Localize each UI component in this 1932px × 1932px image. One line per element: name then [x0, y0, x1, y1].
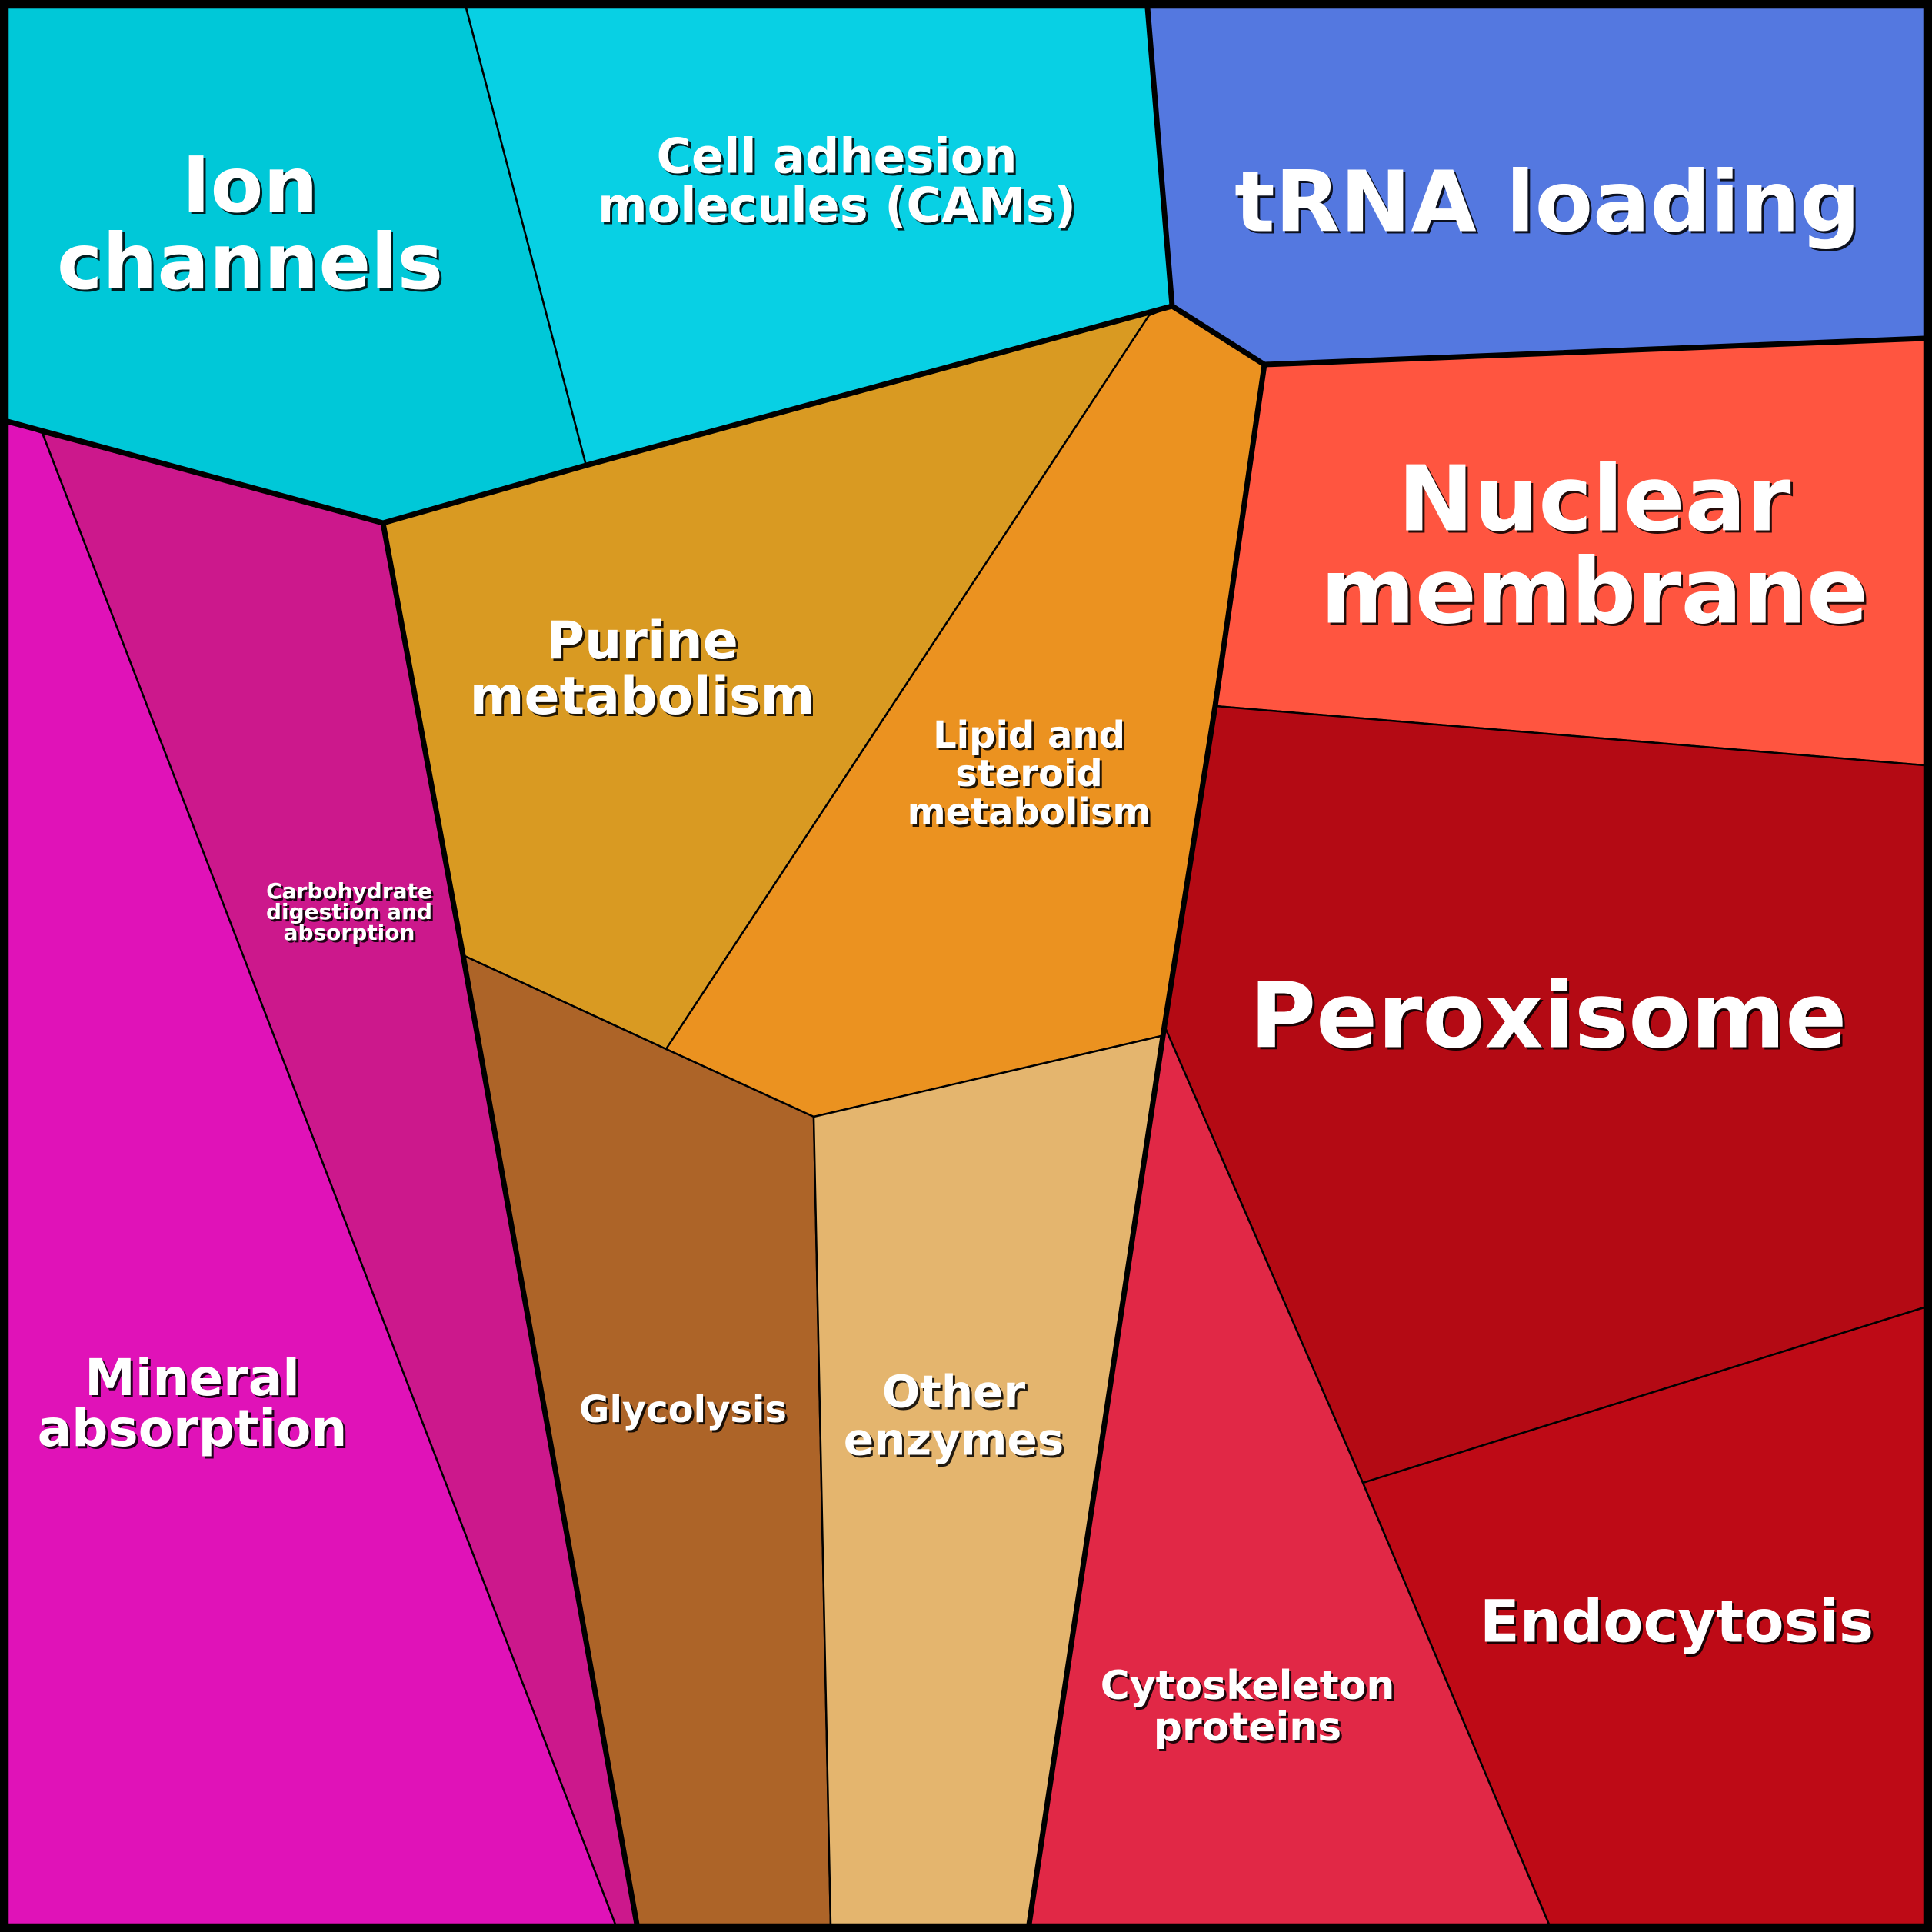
group-border [1144, 7, 1925, 368]
cell-label-shadow: Ion [184, 142, 320, 232]
cell-label-cams: Cell adhesion [657, 128, 1018, 185]
cell-label-shadow: Glycolysis [581, 1391, 789, 1434]
cell-label-shadow: proteins [1156, 1707, 1344, 1753]
cell-label-lipid-steroid: steroid [955, 752, 1103, 795]
cell-label-cytoskeleton: proteins [1154, 1704, 1342, 1750]
cell-label-shadow: channels [59, 219, 445, 309]
cell-label-shadow: Mineral [87, 1351, 302, 1410]
cell-label-carbohydrate: Carbohydrate [266, 878, 432, 904]
cell-label-purine-metabolism: Purine [546, 611, 738, 671]
cell-label-mineral-absorption: Mineral [85, 1348, 300, 1407]
cell-label-nuclear-membrane: Nuclear [1397, 445, 1790, 551]
group-border [7, 303, 1173, 526]
cell-label-other-enzymes: enzymes [844, 1413, 1064, 1465]
cell-label-shadow: Carbohydrate [268, 881, 435, 906]
cell-label-shadow: Endocytosis [1482, 1590, 1876, 1658]
cell-label-shadow: Other [884, 1367, 1028, 1420]
cell-label-shadow: Peroxisome [1252, 964, 1850, 1071]
cell-label-endocytosis: Endocytosis [1480, 1587, 1874, 1656]
cell-label-ion-channels: Ion [182, 140, 318, 230]
cell-label-shadow: Nuclear [1400, 448, 1793, 554]
cell-label-shadow: enzymes [846, 1415, 1067, 1467]
cell-label-nuclear-membrane: membrane [1321, 538, 1868, 644]
cell-label-mineral-absorption: absorption [38, 1399, 348, 1458]
cell-label-carbohydrate: absorption [284, 920, 415, 945]
cell-label-shadow: digestion and [268, 901, 435, 927]
cell-label-shadow: Cytoskeleton [1103, 1665, 1397, 1711]
group-border [1026, 364, 1267, 1925]
cell-label-cytoskeleton: Cytoskeleton [1101, 1663, 1395, 1709]
cell-label-lipid-steroid: metabolism [908, 791, 1151, 834]
cell-label-peroxisome: Peroxisome [1250, 962, 1847, 1068]
cell-label-glycolysis: Glycolysis [579, 1388, 787, 1431]
cell-label-other-enzymes: Other [882, 1365, 1026, 1417]
cell-label-shadow: Cell adhesion [659, 131, 1020, 187]
cell-label-shadow: absorption [286, 922, 418, 948]
cell-label-lipid-steroid: Lipid and [933, 714, 1125, 757]
cell-label-shadow: Lipid and [935, 716, 1128, 759]
cell-label-shadow: metabolism [472, 668, 818, 729]
cell-label-cams: molecules (CAMs) [598, 178, 1076, 234]
cell-label-shadow: absorption [40, 1401, 350, 1461]
cell-label-carbohydrate: digestion and [266, 899, 432, 924]
cell-label-ion-channels: channels [57, 217, 443, 307]
group-border [380, 522, 640, 1925]
cell-label-shadow: tRNA loading [1237, 155, 1863, 254]
cell-label-trna-loading: tRNA loading [1234, 153, 1860, 251]
cell-label-shadow: membrane [1323, 540, 1870, 646]
cell-label-shadow: molecules (CAMs) [600, 180, 1078, 236]
cell-label-shadow: steroid [958, 754, 1105, 798]
cell-label-purine-metabolism: metabolism [470, 666, 815, 727]
cell-label-shadow: Purine [548, 613, 741, 674]
cell-label-shadow: metabolism [910, 793, 1154, 836]
